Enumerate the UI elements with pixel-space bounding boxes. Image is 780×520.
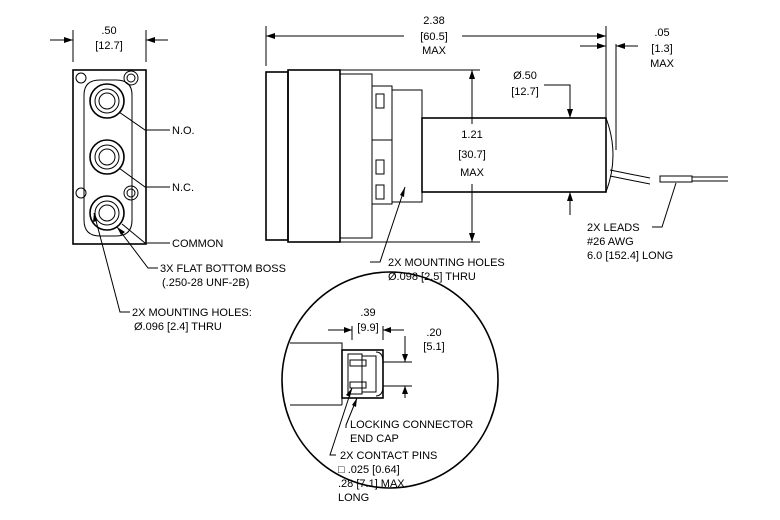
leads-line1: 2X LEADS (587, 222, 640, 234)
front-body (72, 69, 147, 245)
boss-note-line1: 3X FLAT BOTTOM BOSS (160, 263, 286, 275)
boss-note-line2: (.250-28 UNF-2B) (162, 277, 249, 289)
front-width-in: .50 (101, 25, 116, 37)
lead-wire (609, 169, 651, 179)
port-outline (83, 79, 133, 237)
dia-in: Ø.50 (513, 70, 537, 82)
gap-in: .05 (654, 27, 669, 39)
detail-pin-top (349, 359, 367, 367)
detail-pin-in: .20 (426, 327, 441, 339)
cap-line2: END CAP (350, 433, 399, 445)
side-body (287, 69, 341, 243)
pins-line1: 2X CONTACT PINS (340, 450, 437, 462)
label-nc: N.C. (172, 182, 194, 194)
label-no: N.O. (172, 125, 195, 137)
detail-pin-mm: [5.1] (423, 341, 444, 353)
gap-mm: [1.3] (651, 43, 672, 55)
boss-no (89, 83, 125, 119)
side-endcap (265, 71, 289, 241)
mounting-hole-bottom-right (123, 185, 139, 201)
front-view: .50 [12.7] N.O. (50, 25, 286, 333)
boss-common (89, 195, 125, 231)
detail-view: .39 [9.9] .20 [5.1] LOCKING CONNECTOR EN… (281, 271, 499, 504)
cap-line1: LOCKING CONNECTOR (350, 419, 473, 431)
height-max: MAX (460, 167, 485, 179)
length-in: 2.38 (423, 15, 444, 27)
length-mm: [60.5] (420, 31, 448, 43)
holes-note-line1: 2X MOUNTING HOLES: (132, 307, 252, 319)
label-common: COMMON (172, 238, 223, 250)
mounting-hole-bottom-left (75, 187, 87, 199)
detail-depth-mm: [9.9] (357, 322, 378, 334)
height-mm: [30.7] (458, 149, 486, 161)
pins-line3: .28 [7.1] MAX. (338, 478, 408, 490)
gap-max: MAX (650, 58, 675, 70)
side-connector (371, 85, 393, 205)
leads-line3: 6.0 [152.4] LONG (587, 250, 673, 262)
dia-mm: [12.7] (511, 86, 539, 98)
front-width-dimension: .50 [12.7] (50, 25, 168, 62)
front-width-mm: [12.7] (95, 40, 123, 52)
pins-line4: LONG (338, 492, 369, 504)
side-view: 2.38 [60.5] MAX .05 [1.3] MAX (265, 15, 728, 283)
holes-note-line2: Ø.096 [2.4] THRU (134, 321, 222, 333)
height-in: 1.21 (461, 129, 482, 141)
detail-depth-in: .39 (360, 307, 375, 319)
detail-pin-bottom (349, 381, 367, 389)
mounting-hole-top-left (75, 72, 87, 84)
detail-circle (281, 271, 499, 489)
mounting-hole-top-right (123, 70, 139, 86)
leads-line2: #26 AWG (587, 236, 634, 248)
length-max: MAX (422, 45, 447, 57)
pins-line2: □ .025 [0.64] (338, 464, 400, 476)
boss-nc (89, 139, 125, 175)
side-holes-line1: 2X MOUNTING HOLES (388, 257, 505, 269)
side-cylinder (421, 117, 607, 193)
